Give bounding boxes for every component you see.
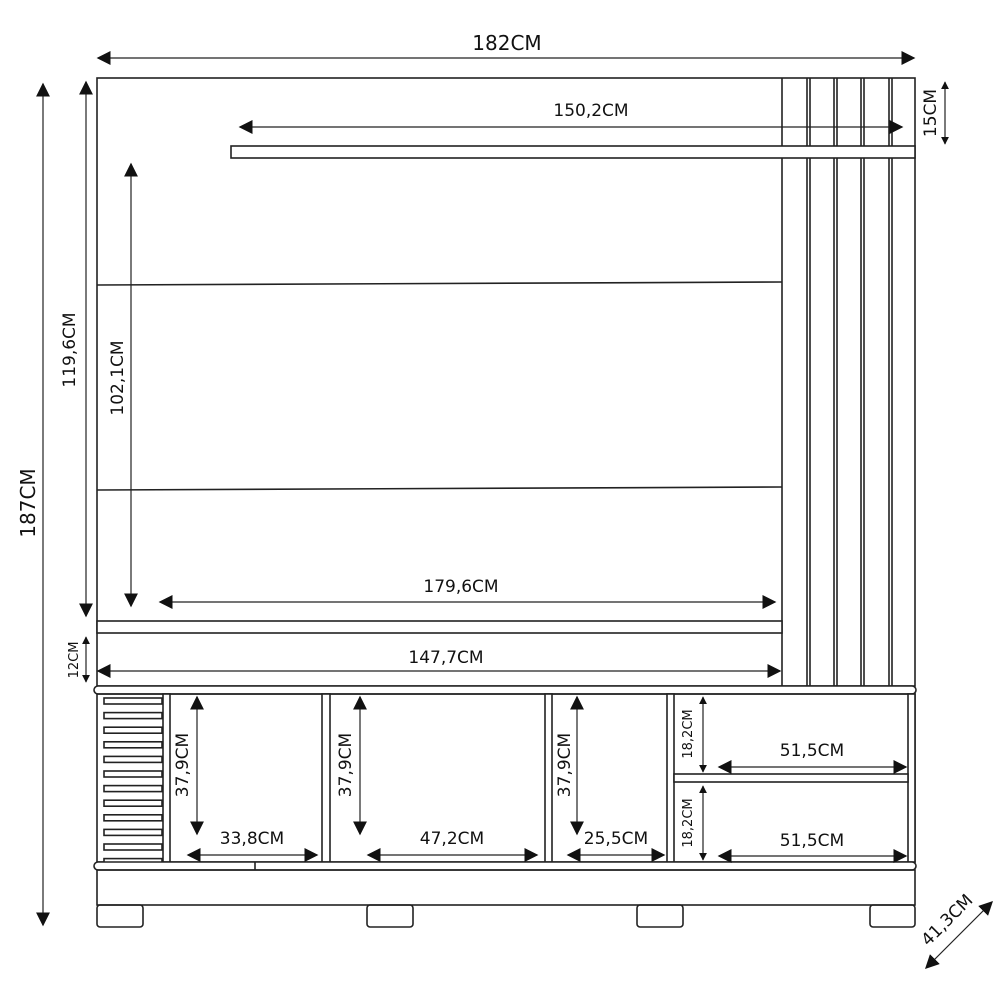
label-right-lower-height: 18,2CM (681, 798, 696, 847)
louver-slat (103, 813, 163, 822)
label-niche3-width: 25,5CM (584, 829, 648, 849)
label-right-upper-height: 18,2CM (681, 709, 696, 758)
label-total-width: 182CM (472, 31, 541, 55)
divider-2 (321, 693, 331, 863)
louver-slat (103, 740, 163, 749)
panel-line-1 (96, 281, 783, 286)
right-shelf (673, 773, 909, 783)
divider-1 (162, 693, 171, 863)
plinth (96, 869, 916, 906)
label-base-width: 147,7CM (408, 648, 483, 668)
louver-slat (103, 770, 163, 778)
label-top-shelf-gap: 15CM (921, 89, 941, 137)
label-top-shelf-width: 150,2CM (553, 101, 628, 121)
upper-frame (96, 77, 916, 687)
label-total-height: 187CM (16, 468, 40, 537)
label-niche3-height: 37,9CM (555, 733, 575, 797)
label-right-lower-width: 51,5CM (780, 831, 844, 851)
divider-3 (544, 693, 553, 863)
base-bottom-rail (93, 861, 917, 871)
louver-slat (103, 726, 163, 735)
right-side (907, 693, 916, 863)
panel-line-2 (96, 486, 783, 491)
top-shelf (230, 145, 916, 159)
label-niche1-height: 37,9CM (173, 733, 193, 797)
lower-shelf (96, 620, 783, 634)
dimension-lines (36, 51, 993, 969)
louver-slat (103, 711, 163, 720)
cabinet-drawing (93, 77, 917, 928)
louver-slat (103, 799, 163, 808)
louver-slat (103, 784, 163, 793)
label-depth: 41,3CM (918, 891, 978, 951)
label-right-upper-width: 51,5CM (780, 741, 844, 761)
label-niche2-width: 47,2CM (420, 829, 484, 849)
label-panel-height: 102,1CM (108, 340, 128, 415)
label-lower-shelf-width: 179,6CM (423, 577, 498, 597)
louver-slat (103, 828, 163, 837)
divider-4 (666, 693, 675, 863)
right-slat-column (781, 78, 893, 686)
feet (96, 904, 916, 928)
dimension-labels: 182CM 187CM 150,2CM 15CM 119,6CM 102,1CM… (16, 31, 977, 950)
louver-slat (103, 755, 163, 764)
base-top (93, 685, 917, 695)
label-shelf-gap: 12CM (67, 642, 82, 679)
label-niche1-width: 33,8CM (220, 829, 284, 849)
louver-slat (103, 843, 163, 851)
louver-slat (103, 697, 163, 705)
label-upper-height: 119,6CM (60, 312, 80, 387)
label-niche2-height: 37,9CM (336, 733, 356, 797)
louvered-door (103, 697, 163, 866)
